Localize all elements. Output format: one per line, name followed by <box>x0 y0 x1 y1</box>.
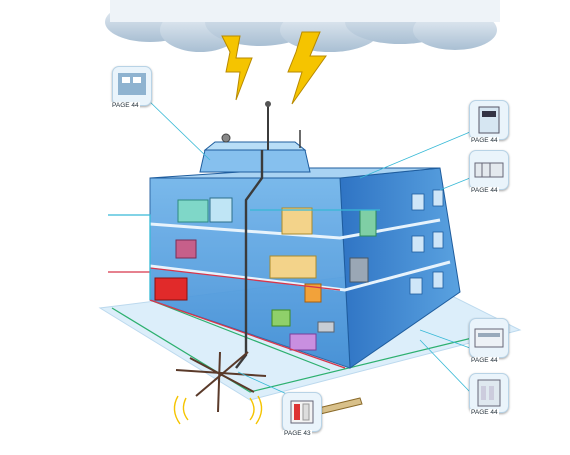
page-label-din-module: PAGE 44 <box>470 187 499 195</box>
page-label-distribution-board: PAGE 44 <box>470 357 499 365</box>
page-label-surge-arrester: PAGE 43 <box>283 430 312 438</box>
thumb-surge-panel[interactable] <box>469 373 509 413</box>
page-label-energy-meter: PAGE 44 <box>470 137 499 145</box>
thumb-distribution-board[interactable] <box>469 318 509 358</box>
earth-electrode <box>175 351 267 413</box>
earth-grid <box>111 299 506 393</box>
thumb-meter-panel[interactable] <box>112 66 152 106</box>
lightning-bolt-left <box>221 35 253 101</box>
lightning-bolt-right <box>287 31 327 105</box>
lightning-conductor <box>221 101 301 369</box>
equipment <box>154 197 377 351</box>
thumb-din-module[interactable] <box>469 150 509 190</box>
thumb-surge-arrester[interactable] <box>282 392 322 432</box>
side-windows <box>409 189 444 295</box>
page-label-surge-panel: PAGE 44 <box>470 409 499 417</box>
thumb-energy-meter[interactable] <box>469 100 509 140</box>
roof-housing <box>199 149 311 173</box>
discharge-waves <box>173 395 263 425</box>
page-label-meter-panel: PAGE 44 <box>111 102 140 110</box>
floor-slabs <box>149 218 451 292</box>
